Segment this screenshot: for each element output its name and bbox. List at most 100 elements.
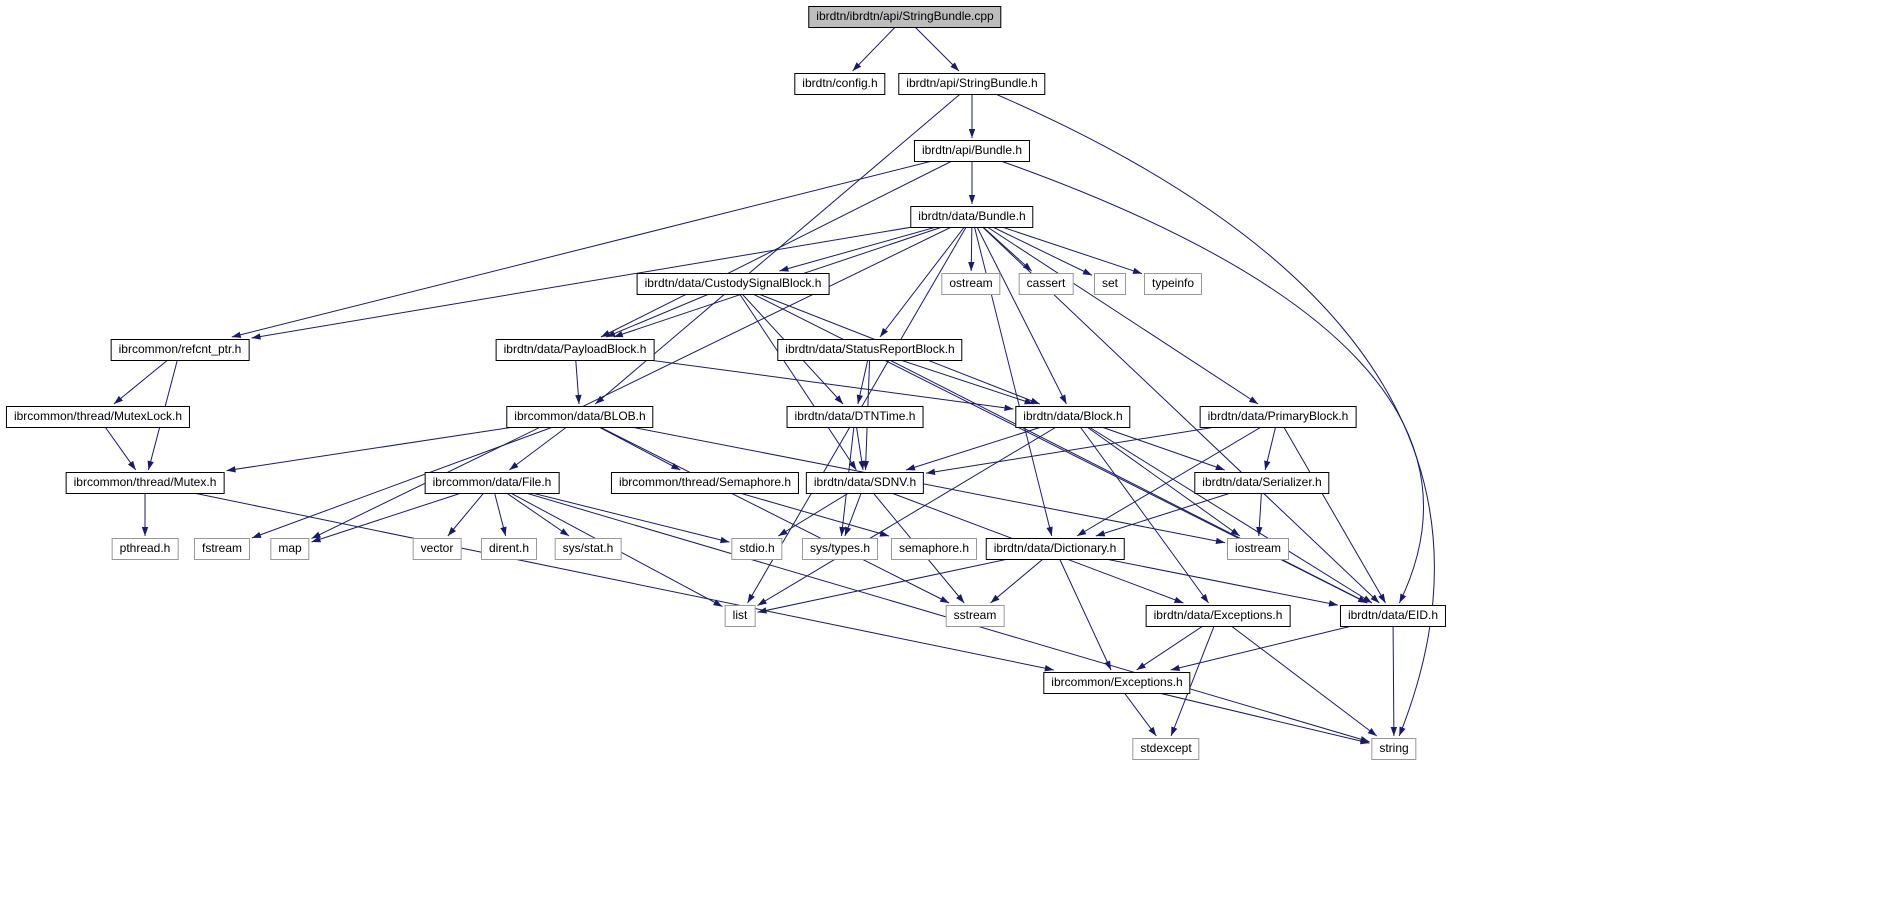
- edge-dictionary_h--exceptions_ibrcommon_h: [1054, 548, 1112, 671]
- node-ostream: ostream: [941, 273, 1001, 295]
- node-eid_h[interactable]: ibrdtn/data/EID.h: [1339, 605, 1447, 627]
- arrowhead-payloadblock_h--block_h: [1004, 404, 1014, 411]
- node-block_h[interactable]: ibrdtn/data/Block.h: [1015, 406, 1131, 428]
- node-custody_h[interactable]: ibrdtn/data/CustodySignalBlock.h: [636, 273, 830, 295]
- edge-primaryblock_h--eid_h: [1277, 416, 1386, 604]
- arrowhead-api_stringbundle_h--blob_h: [595, 395, 605, 404]
- node-dtntime_h[interactable]: ibrdtn/data/DTNTime.h: [786, 406, 924, 428]
- edge-api_bundle_h--refcnt_ptr_h: [231, 150, 973, 338]
- edge-block_h--list: [757, 416, 1074, 606]
- node-exceptions_dtn_h[interactable]: ibrdtn/data/Exceptions.h: [1145, 605, 1291, 627]
- arrowhead-block_h--list: [757, 598, 767, 606]
- arrowhead-primaryblock_h--serializer_h: [1264, 460, 1271, 470]
- node-label: ibrdtn/config.h: [802, 76, 878, 90]
- arrowhead-serializer_h--dictionary_h: [1095, 530, 1106, 537]
- node-label: ibrdtn/api/Bundle.h: [921, 143, 1023, 157]
- arrowhead-block_h--serializer_h: [1215, 464, 1225, 471]
- node-pthread_h: pthread.h: [111, 538, 179, 560]
- node-main[interactable]: ibrdtn/ibrdtn/api/StringBundle.cpp: [808, 6, 1002, 28]
- node-cassert: cassert: [1018, 273, 1074, 295]
- arrowhead-exceptions_dtn_h--exceptions_ibrcommon_h: [1136, 662, 1146, 670]
- node-api_bundle_h[interactable]: ibrdtn/api/Bundle.h: [913, 140, 1031, 162]
- node-payloadblock_h[interactable]: ibrdtn/data/PayloadBlock.h: [495, 339, 655, 361]
- node-set: set: [1093, 273, 1127, 295]
- node-stdio_h: stdio.h: [731, 538, 783, 560]
- node-label: ibrdtn/data/Dictionary.h: [993, 541, 1117, 555]
- node-stdexcept: stdexcept: [1132, 738, 1200, 760]
- arrowhead-dictionary_h--exceptions_ibrcommon_h: [1104, 660, 1111, 670]
- arrowhead-dictionary_h--eid_h: [1328, 600, 1338, 607]
- arrowhead-data_bundle_h--eid_h: [1370, 594, 1380, 603]
- node-file_h[interactable]: ibrcommon/data/File.h: [424, 472, 560, 494]
- arrowhead-data_bundle_h--block_h: [1059, 394, 1067, 404]
- node-api_stringbundle_h[interactable]: ibrdtn/api/StringBundle.h: [898, 73, 1046, 95]
- node-mutex_h[interactable]: ibrcommon/thread/Mutex.h: [65, 472, 225, 494]
- node-serializer_h[interactable]: ibrdtn/data/Serializer.h: [1194, 472, 1330, 494]
- edge-api_stringbundle_h--blob_h: [594, 83, 973, 405]
- arrowhead-sdnv_h--stdio_h: [778, 528, 788, 536]
- node-label: set: [1101, 276, 1119, 290]
- edge-data_bundle_h--primaryblock_h: [971, 216, 1259, 405]
- node-exceptions_ibrcommon_h[interactable]: ibrcommon/Exceptions.h: [1043, 672, 1191, 694]
- arrowhead-exceptions_ibrcommon_h--stdexcept: [1148, 726, 1157, 736]
- edge-mutex_h--exceptions_ibrcommon_h: [144, 482, 1054, 671]
- edge-blob_h--sstream: [579, 416, 950, 604]
- arrowhead-semaphore_thread_h--semaphore_h: [879, 530, 889, 537]
- node-semaphore_thread_h[interactable]: ibrcommon/thread/Semaphore.h: [610, 472, 800, 494]
- node-fstream: fstream: [193, 538, 251, 560]
- node-label: iostream: [1234, 541, 1282, 555]
- node-sys_types_h: sys/types.h: [801, 538, 879, 560]
- node-label: ibrdtn/ibrdtn/api/StringBundle.cpp: [816, 9, 994, 23]
- arrowhead-file_h--dirent_h: [500, 526, 507, 536]
- node-label: ibrdtn/data/PayloadBlock.h: [503, 342, 647, 356]
- arrowhead-dtntime_h--sys_types_h: [839, 526, 846, 536]
- node-mutexlock_h[interactable]: ibrcommon/thread/MutexLock.h: [5, 406, 191, 428]
- node-label: ibrcommon/data/File.h: [432, 475, 552, 489]
- arrowhead-data_bundle_h--cassert: [1022, 262, 1032, 271]
- arrowhead-file_h--stdio_h: [719, 536, 730, 544]
- edge-custody_h--sdnv_h: [732, 283, 857, 471]
- arrowhead-blob_h--file_h: [509, 462, 519, 470]
- edge-block_h--exceptions_dtn_h: [1072, 416, 1209, 604]
- arrowhead-api_stringbundle_h--string: [1399, 726, 1406, 736]
- arrowhead-custody_h--dtntime_h: [834, 395, 844, 404]
- arrowhead-data_bundle_h--typeinfo: [1132, 267, 1142, 274]
- arrowhead-statusreport_h--dtntime_h: [856, 394, 863, 404]
- node-dictionary_h[interactable]: ibrdtn/data/Dictionary.h: [985, 538, 1125, 560]
- node-label: map: [278, 541, 302, 555]
- node-label: pthread.h: [119, 541, 171, 555]
- node-refcnt_ptr_h[interactable]: ibrcommon/refcnt_ptr.h: [110, 339, 250, 361]
- arrowhead-primaryblock_h--sdnv_h: [926, 468, 936, 475]
- node-label: ibrdtn/data/Exceptions.h: [1153, 608, 1283, 622]
- node-label: fstream: [201, 541, 243, 555]
- edge-blob_h--fstream: [251, 416, 581, 539]
- arrowhead-dtntime_h--sdnv_h: [858, 460, 865, 470]
- arrowhead-statusreport_h--block_h: [1024, 398, 1034, 405]
- node-primaryblock_h[interactable]: ibrdtn/data/PrimaryBlock.h: [1199, 406, 1357, 428]
- node-data_bundle_h[interactable]: ibrdtn/data/Bundle.h: [910, 206, 1034, 228]
- arrowhead-sdnv_h--exceptions_dtn_h: [1173, 596, 1184, 603]
- arrowhead-blob_h--fstream: [252, 531, 262, 538]
- node-label: ibrcommon/refcnt_ptr.h: [118, 342, 242, 356]
- arrowhead-exceptions_dtn_h--string: [1367, 728, 1377, 736]
- node-sdnv_h[interactable]: ibrdtn/data/SDNV.h: [805, 472, 925, 494]
- arrowhead-data_bundle_h--statusreport_h: [879, 327, 888, 337]
- arrowhead-blob_h--iostream: [1215, 537, 1225, 544]
- node-label: vector: [420, 541, 454, 555]
- edge-data_bundle_h--map: [311, 216, 973, 539]
- node-config_h[interactable]: ibrdtn/config.h: [794, 73, 886, 95]
- arrowhead-eid_h--string: [1390, 726, 1398, 736]
- arrowhead-data_bundle_h--ostream: [968, 261, 975, 271]
- edge-data_bundle_h--refcnt_ptr_h: [251, 216, 973, 339]
- arrowhead-mutex_h--pthread_h: [141, 527, 149, 536]
- arrowhead-data_bundle_h--list: [747, 593, 755, 603]
- arrowhead-custody_h--block_h: [1030, 397, 1040, 404]
- node-statusreport_h[interactable]: ibrdtn/data/StatusReportBlock.h: [777, 339, 963, 361]
- node-blob_h[interactable]: ibrcommon/data/BLOB.h: [506, 406, 654, 428]
- node-label: ibrdtn/data/EID.h: [1347, 608, 1439, 622]
- node-sstream: sstream: [945, 605, 1005, 627]
- arrowhead-file_h--sys_stat_h: [559, 528, 570, 536]
- arrowhead-payloadblock_h--blob_h: [575, 394, 582, 404]
